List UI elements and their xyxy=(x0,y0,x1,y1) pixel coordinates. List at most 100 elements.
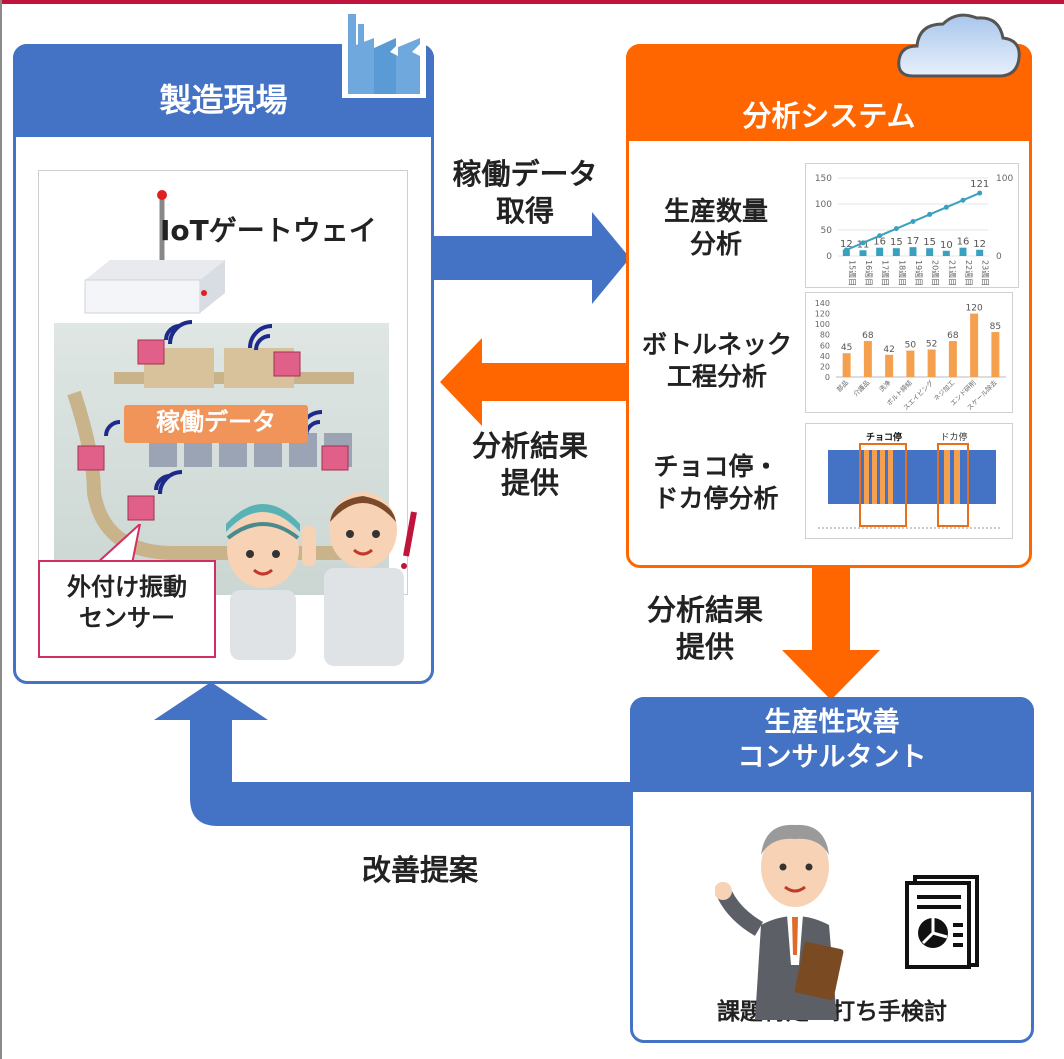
x-tick-label: 部品 xyxy=(834,378,850,394)
factory-title: 製造現場 xyxy=(159,81,288,119)
operation-band xyxy=(828,450,996,504)
sensor-callout-label: 外付け振動 センサー xyxy=(67,573,187,632)
bar xyxy=(859,250,867,256)
arrow-to-analysis xyxy=(432,212,630,304)
line-end-label: 121 xyxy=(970,179,989,190)
x-tick-label: 23週目 xyxy=(981,260,990,286)
y-tick-label: 50 xyxy=(821,226,833,236)
bar-value-label: 17 xyxy=(907,236,920,247)
bar xyxy=(926,248,934,256)
female-worker-icon xyxy=(226,504,300,660)
stoppage-chart: チョコ停 ドカ停 xyxy=(805,423,1013,539)
bar-value-label: 68 xyxy=(862,331,874,341)
line-point xyxy=(977,190,983,196)
cloud-icon xyxy=(897,13,1021,78)
bar xyxy=(959,247,967,256)
y-tick-label: 60 xyxy=(820,341,830,350)
bar-value-label: 10 xyxy=(940,240,953,251)
stoppage-label-doka: ドカ停 xyxy=(940,431,967,443)
arrow-label-results-to-consultant: 分析結果 提供 xyxy=(646,593,763,665)
stoppage-bar xyxy=(872,450,877,504)
arrow-label-improvement: 改善提案 xyxy=(361,853,478,887)
y-tick-label: 150 xyxy=(815,174,832,184)
line-point xyxy=(877,233,883,239)
y2-tick-label: 100 xyxy=(996,174,1013,184)
stoppage-chart-svg: チョコ停 ドカ停 xyxy=(818,431,1002,529)
report-document-icon xyxy=(905,875,979,969)
bar xyxy=(863,341,872,377)
consultant-header xyxy=(630,697,1034,792)
left-border-line xyxy=(0,0,2,1059)
bar xyxy=(842,353,851,377)
bar-value-label: 50 xyxy=(905,341,917,351)
x-tick-label: 18週目 xyxy=(897,260,906,286)
x-tick-label: 15週目 xyxy=(847,260,856,286)
bar xyxy=(970,313,979,377)
iot-gateway-icon xyxy=(84,190,225,314)
sensor-icon xyxy=(137,320,193,365)
bar-value-label: 15 xyxy=(890,237,903,248)
bar-value-label: 16 xyxy=(873,237,886,248)
y-tick-label: 0 xyxy=(825,373,830,382)
analysis-item-1-label: 生産数量 分析 xyxy=(663,197,768,261)
bar-value-label: 68 xyxy=(947,331,959,341)
consultant-person-icon xyxy=(715,824,844,1020)
stoppage-label-choko: チョコ停 xyxy=(866,431,902,443)
sensor-icon xyxy=(248,324,301,377)
analysis-item-2-label: ボトルネック 工程分析 xyxy=(641,330,792,391)
line-point xyxy=(910,219,916,225)
bottleneck-chart-svg: 14012010080604020045部品68介護品42洗浄50ボルト締結52… xyxy=(815,299,1006,412)
bar xyxy=(927,349,936,377)
stoppage-bar xyxy=(880,450,885,504)
analysis-item-3-label: チョコ停・ ドカ停分析 xyxy=(653,452,779,513)
y-tick-label: 20 xyxy=(820,362,830,371)
choko-stop-frame xyxy=(859,443,907,527)
arrow-to-factory xyxy=(440,338,628,426)
x-tick-label: 22週目 xyxy=(964,260,973,286)
x-tick-label: 16週目 xyxy=(864,260,873,286)
x-tick-label: 介護品 xyxy=(851,378,871,398)
y-tick-label: 0 xyxy=(826,252,832,262)
workers-illustration xyxy=(226,492,417,666)
bar xyxy=(876,247,884,256)
sensor-icon xyxy=(77,420,121,471)
sensor-icon xyxy=(127,470,183,521)
bar-value-label: 45 xyxy=(841,343,852,353)
bar-value-label: 120 xyxy=(966,304,983,314)
bar xyxy=(909,247,917,256)
stoppage-bar xyxy=(954,450,960,504)
arrow-improvement xyxy=(154,682,632,826)
arrow-label-results-to-factory: 分析結果 提供 xyxy=(471,429,588,501)
line-point xyxy=(943,204,949,210)
bar-value-label: 12 xyxy=(840,239,853,250)
bar-value-label: 12 xyxy=(973,239,986,250)
bar xyxy=(885,354,894,377)
bar xyxy=(842,249,850,256)
y-tick-label: 80 xyxy=(820,331,830,340)
factory-icon xyxy=(342,14,426,98)
sensor-callout-pointer xyxy=(94,524,142,564)
line-point xyxy=(927,211,933,217)
production-chart-svg: 15010050010001215週目1116週目1617週目1518週目171… xyxy=(815,174,1014,286)
x-tick-label: 21週目 xyxy=(947,260,956,286)
bar xyxy=(906,350,915,377)
y-tick-label: 140 xyxy=(815,299,830,308)
arrow-label-data-acquisition: 稼働データ 取得 xyxy=(452,157,598,229)
y-tick-label: 120 xyxy=(815,310,830,319)
bar xyxy=(892,248,900,256)
x-tick-label: 洗浄 xyxy=(877,378,893,394)
y-tick-label: 100 xyxy=(815,200,832,210)
x-tick-label: 20週目 xyxy=(931,260,940,286)
line-point xyxy=(860,240,866,246)
male-worker-icon xyxy=(302,492,417,666)
bar xyxy=(948,341,957,377)
operating-data-label: 稼働データ xyxy=(156,408,276,436)
y-tick-label: 40 xyxy=(820,352,830,361)
sensor-callout: 外付け振動 センサー xyxy=(38,560,216,658)
operating-data-badge: 稼働データ xyxy=(124,405,308,443)
bar xyxy=(942,250,950,256)
arrow-to-consultant xyxy=(782,566,880,700)
analysis-title: 分析システム xyxy=(742,99,916,133)
